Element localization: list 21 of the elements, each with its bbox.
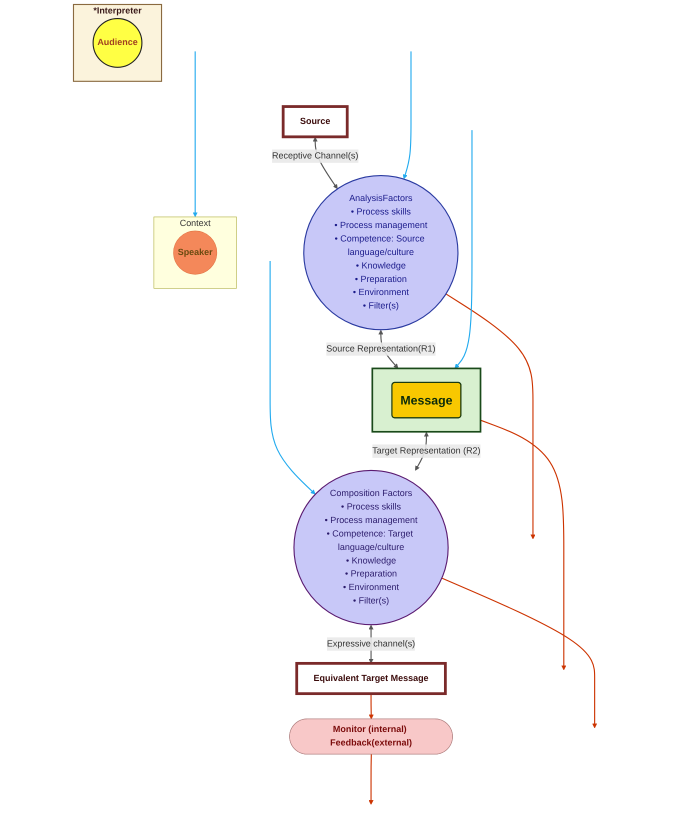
arrow xyxy=(402,51,412,180)
band-label: Source xyxy=(281,105,348,138)
band-label: Equivalent Target Message xyxy=(294,662,446,696)
arrow xyxy=(269,261,316,495)
circle-node: Speaker xyxy=(172,230,217,275)
circle-node: Audience xyxy=(92,18,142,68)
arrow xyxy=(454,130,472,369)
edge-label: Expressive channel(s) xyxy=(326,637,415,651)
arrow xyxy=(445,293,535,540)
arrow xyxy=(368,754,374,805)
arrow xyxy=(192,51,198,218)
circle-node: Composition Factors • Process skills • Process management • Competence: Target language/culture • Knowledge • Preparation • Environment • Filter(s) xyxy=(292,470,448,626)
edge-label: Source Representation(R1) xyxy=(326,342,435,356)
arrow xyxy=(368,694,374,720)
arrow xyxy=(441,578,597,728)
circle-node: AnalysisFactors • Process skills • Process management • Competence: Source language/culture • Knowledge • Preparation • Environment • Filter(s) xyxy=(302,174,458,330)
edge-label: Receptive Channel(s) xyxy=(272,149,358,163)
arrow xyxy=(480,420,566,670)
message-box: Message xyxy=(390,382,461,418)
edge-label: Target Representation (R2) xyxy=(372,444,480,458)
ellipse-node: Monitor (internal) Feedback(external) xyxy=(288,718,452,754)
